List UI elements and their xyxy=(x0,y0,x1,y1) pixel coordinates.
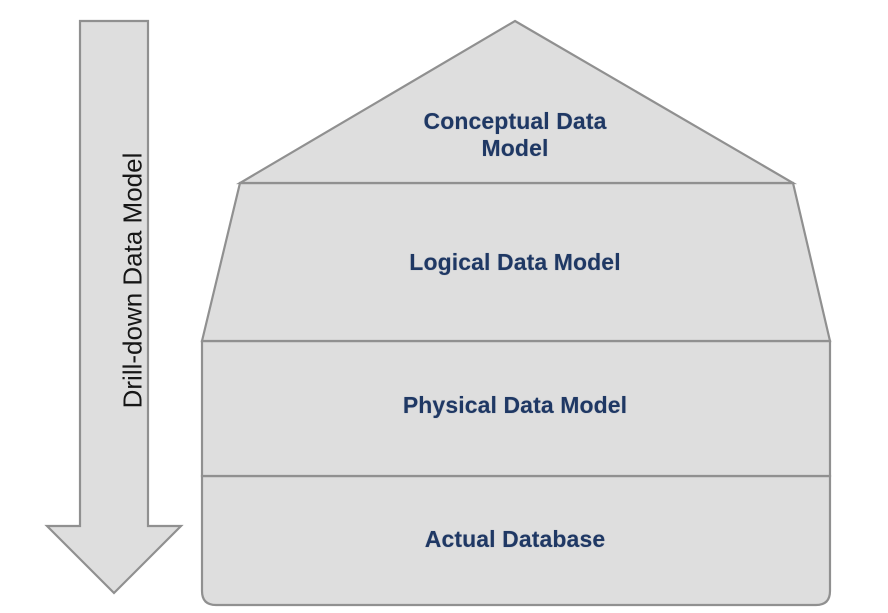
down-arrow-icon xyxy=(44,19,184,595)
layer-shape-physical xyxy=(200,339,832,478)
layer-shape-actual xyxy=(200,474,832,607)
layer-shape-logical xyxy=(200,181,832,343)
layer-shape-conceptual xyxy=(235,19,798,185)
